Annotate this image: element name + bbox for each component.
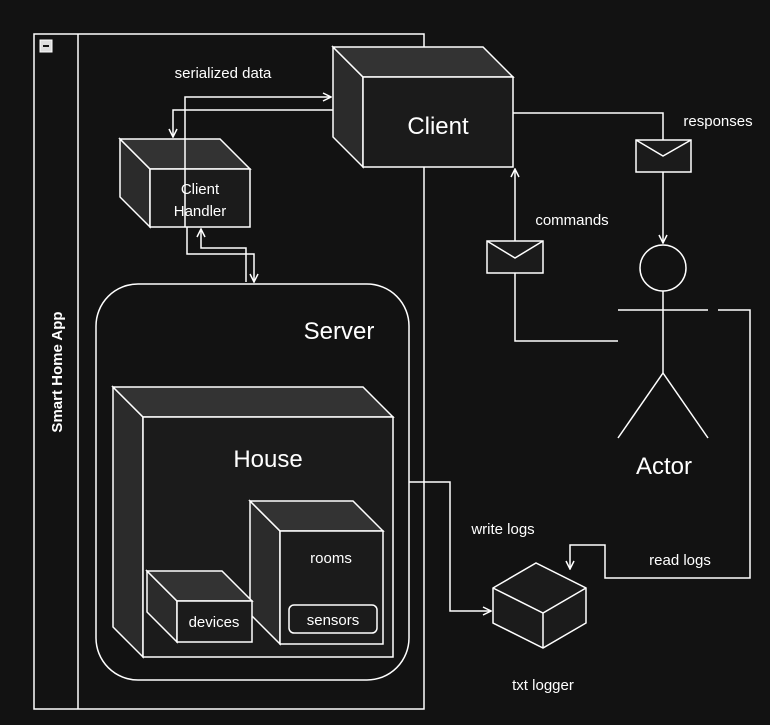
- client-handler-node[interactable]: Client Handler: [118, 137, 252, 229]
- edge-handler-to-server[interactable]: [186, 227, 254, 282]
- edge-label-commands: commands: [535, 212, 608, 229]
- server-label: Server: [304, 318, 375, 345]
- edge-label-responses: responses: [683, 113, 752, 130]
- edge-actor-to-logger-read-logs[interactable]: [570, 309, 751, 579]
- txt-logger-node[interactable]: txt logger: [492, 562, 587, 694]
- smart-home-app-pool[interactable]: Smart Home App: [33, 33, 425, 710]
- collapse-toggle[interactable]: [39, 39, 53, 53]
- edge-client-to-client-handler[interactable]: [173, 109, 333, 137]
- rooms-label: rooms: [310, 550, 352, 567]
- sensors-node[interactable]: sensors: [288, 604, 378, 634]
- envelope-icon-responses: [635, 139, 692, 173]
- devices-label: devices: [189, 614, 240, 631]
- house-label: House: [233, 446, 302, 473]
- server-node[interactable]: Server: [95, 283, 410, 681]
- edge-label-serialized-data: serialized data: [175, 65, 272, 82]
- devices-node[interactable]: devices: [145, 569, 254, 644]
- client-handler-label-line1: Client: [181, 181, 220, 198]
- edge-label-write-logs: write logs: [470, 521, 534, 538]
- edge-client-to-actor-responses[interactable]: [513, 112, 663, 243]
- edge-server-to-handler[interactable]: [201, 229, 247, 282]
- client-handler-label-line2: Handler: [174, 203, 227, 220]
- actor-head: [639, 244, 687, 292]
- pool-label: Smart Home App: [49, 311, 66, 432]
- txt-logger-label: txt logger: [512, 677, 574, 694]
- sensors-label: sensors: [307, 612, 360, 629]
- edge-house-to-logger-write-logs[interactable]: [409, 481, 491, 611]
- edge-label-read-logs: read logs: [649, 552, 711, 569]
- edge-serialized-data-to-client[interactable]: [184, 97, 331, 227]
- edge-actor-to-client-commands[interactable]: [515, 169, 618, 342]
- envelope-icon-commands: [486, 240, 544, 274]
- client-node[interactable]: Client: [331, 45, 515, 169]
- actor-node[interactable]: Actor: [617, 244, 709, 480]
- actor-label: Actor: [636, 453, 692, 480]
- client-label: Client: [407, 113, 469, 140]
